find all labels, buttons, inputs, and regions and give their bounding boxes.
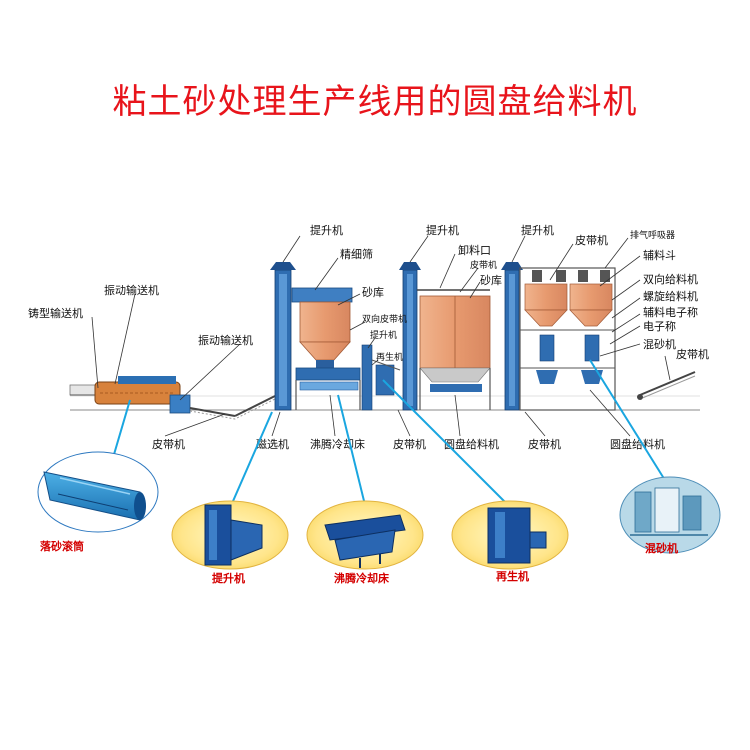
label-belt-bottom-1: 皮带机: [152, 437, 185, 451]
label-belt-right: 皮带机: [676, 347, 709, 361]
label-belt-bottom-2: 皮带机: [393, 437, 426, 451]
detail-mixer: [619, 476, 721, 554]
sand-bin-1: [291, 287, 361, 410]
label-breather: 排气呼吸器: [630, 229, 675, 241]
detail-drum: [37, 451, 159, 533]
label-belt-top: 皮带机: [575, 233, 608, 247]
equipment-labels: 提升机 精细筛 砂库 双向皮带机 提升机 再生机 提升机 卸料口 皮带机 砂库 …: [28, 223, 709, 451]
label-belt-bottom-3: 皮带机: [528, 437, 561, 451]
detail-regenerator: [451, 500, 569, 570]
bucket-elevator-1: [270, 262, 296, 411]
label-screw-feeder: 螺旋给料机: [643, 289, 698, 303]
detail-cooler: [306, 500, 424, 570]
sand-bin-2: [417, 289, 491, 410]
label-mixer: 混砂机: [643, 337, 676, 351]
caption-elevator: 提升机: [212, 571, 245, 585]
label-casting-conveyor: 铸型输送机: [28, 306, 83, 320]
label-magnetic-sep: 磁选机: [256, 437, 289, 451]
vibrating-conveyor: [169, 394, 276, 420]
label-fluid-cooler: 沸腾冷却床: [310, 437, 365, 451]
caption-cooler: 沸腾冷却床: [334, 571, 390, 585]
label-disc-feeder-1: 圆盘给料机: [444, 437, 499, 451]
caption-regenerator: 再生机: [496, 569, 529, 583]
detail-elevator: [171, 500, 289, 570]
label-unload-port: 卸料口: [458, 243, 491, 257]
batching-station: [519, 267, 616, 411]
label-twoway-feeder: 双向给料机: [643, 272, 698, 286]
label-vib-conveyor-top: 振动输送机: [104, 283, 159, 297]
label-elevator-3: 提升机: [521, 223, 554, 237]
page-title: 粘土砂处理生产线用的圆盘给料机: [112, 82, 638, 122]
label-sand-bin-1: 砂库: [362, 286, 384, 299]
label-belt-small: 皮带机: [470, 259, 497, 271]
callout-lines: [104, 359, 669, 509]
leader-lines: [91, 235, 671, 437]
label-e-scale: 电子称: [643, 319, 676, 333]
label-twoway-belt: 双向皮带机: [362, 313, 407, 325]
shakeout-drum: [94, 376, 181, 405]
label-fine-screen: 精细筛: [340, 247, 373, 261]
bucket-elevator-2: [399, 262, 421, 411]
label-aux-scale: 辅料电子称: [643, 305, 698, 319]
label-elevator-small: 提升机: [370, 329, 397, 341]
bucket-elevator-3: [501, 262, 523, 411]
label-sand-bin-2: 砂库: [480, 274, 502, 287]
label-elevator-1: 提升机: [310, 223, 343, 237]
label-disc-feeder-2: 圆盘给料机: [610, 437, 665, 451]
label-aux-hopper: 辅料斗: [643, 248, 676, 262]
label-regenerator-small: 再生机: [376, 351, 403, 363]
plant-layout: [69, 262, 700, 420]
label-elevator-2: 提升机: [426, 223, 459, 237]
belt-conveyor-right: [637, 371, 696, 400]
label-vib-conveyor-mid: 振动输送机: [198, 333, 253, 347]
caption-mixer: 混砂机: [645, 541, 678, 555]
caption-drum: 落砂滚筒: [40, 539, 84, 553]
